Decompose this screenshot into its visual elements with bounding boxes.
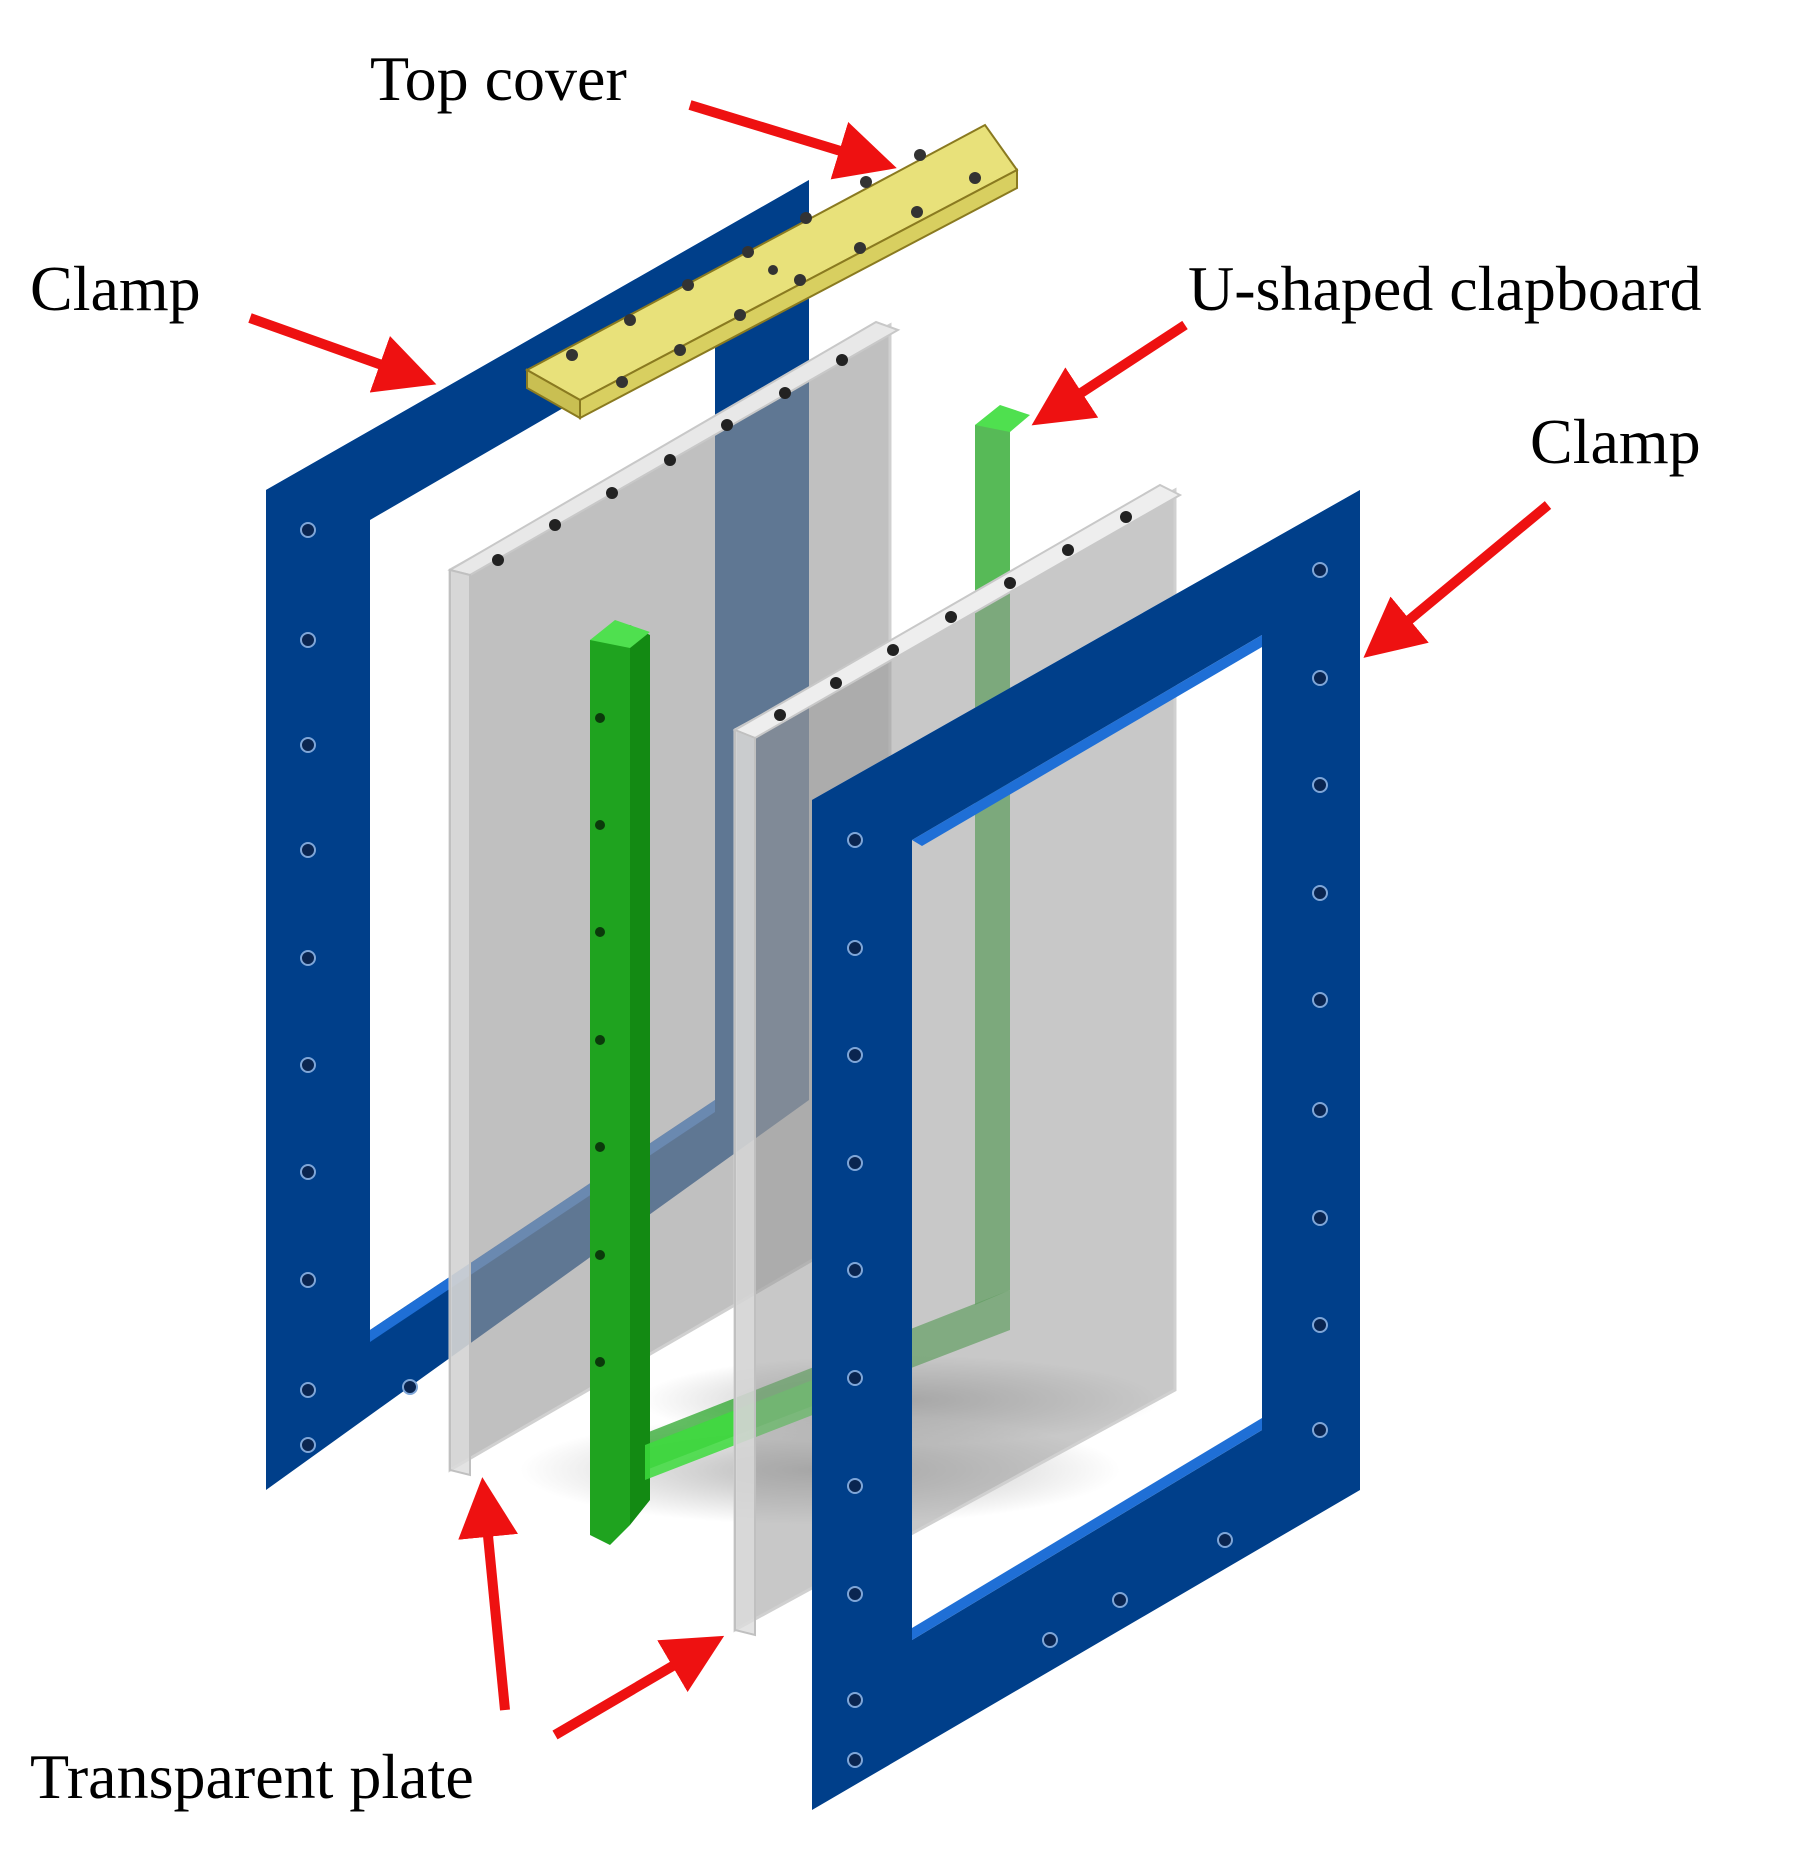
arrow-clamp-left bbox=[248, 313, 437, 393]
label-transparent-plate: Transparent plate bbox=[30, 1741, 474, 1812]
arrow-transparent-plate-front bbox=[552, 1635, 725, 1740]
top-cover bbox=[524, 123, 1019, 420]
arrow-top-cover bbox=[688, 100, 897, 180]
label-top-cover: Top cover bbox=[370, 43, 627, 114]
label-clamp-right: Clamp bbox=[1530, 406, 1701, 477]
arrow-clamp-right bbox=[1363, 501, 1552, 658]
top-cover-holes bbox=[566, 149, 981, 388]
clamp-front-inner-edge-top bbox=[912, 635, 1262, 846]
label-u-shaped-clapboard: U-shaped clapboard bbox=[1188, 253, 1702, 324]
callout-arrows bbox=[248, 100, 1552, 1740]
transparent-plate-back-holes bbox=[492, 354, 848, 566]
u-clapboard-front-leg-top bbox=[590, 620, 650, 648]
transparent-plate-back-side bbox=[449, 568, 471, 1477]
clamp-front-frame bbox=[812, 490, 1360, 1810]
clamp-front bbox=[812, 490, 1360, 1810]
label-clamp-left: Clamp bbox=[30, 253, 201, 324]
clamp-back-holes bbox=[300, 522, 418, 1453]
transparent-plate-front-side bbox=[734, 728, 756, 1637]
clamp-front-holes bbox=[847, 562, 1328, 1768]
u-clapboard-front-leg bbox=[590, 625, 630, 1545]
arrow-u-clapboard bbox=[1031, 320, 1188, 426]
clamp-front-inner-edge-bottom bbox=[912, 1418, 1262, 1640]
arrow-transparent-plate-back bbox=[458, 1477, 518, 1711]
top-cover-front bbox=[579, 168, 1018, 420]
transparent-plate-front-holes bbox=[774, 511, 1132, 721]
u-clapboard-front-leg-side bbox=[630, 625, 650, 1525]
u-clapboard-holes bbox=[595, 713, 605, 1367]
u-clapboard-back-leg-top bbox=[975, 405, 1030, 432]
